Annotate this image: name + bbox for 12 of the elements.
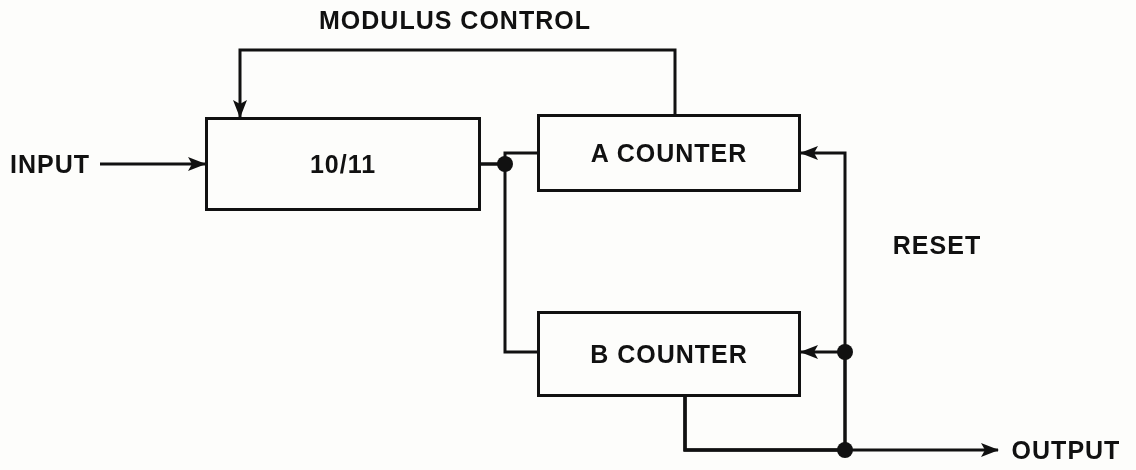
arrow bbox=[683, 345, 847, 452]
process-box bbox=[537, 114, 801, 192]
box-label: A COUNTER bbox=[590, 138, 748, 168]
arrow bbox=[100, 157, 206, 171]
signal-label: OUTPUT bbox=[998, 432, 1134, 468]
process-box bbox=[205, 117, 481, 211]
signal-label: INPUT bbox=[0, 146, 100, 182]
box-label: B COUNTER bbox=[590, 339, 748, 369]
process-box bbox=[537, 311, 801, 397]
connector-line bbox=[481, 162, 537, 354]
box-label: 10/11 bbox=[309, 149, 377, 179]
arrow bbox=[233, 48, 677, 118]
